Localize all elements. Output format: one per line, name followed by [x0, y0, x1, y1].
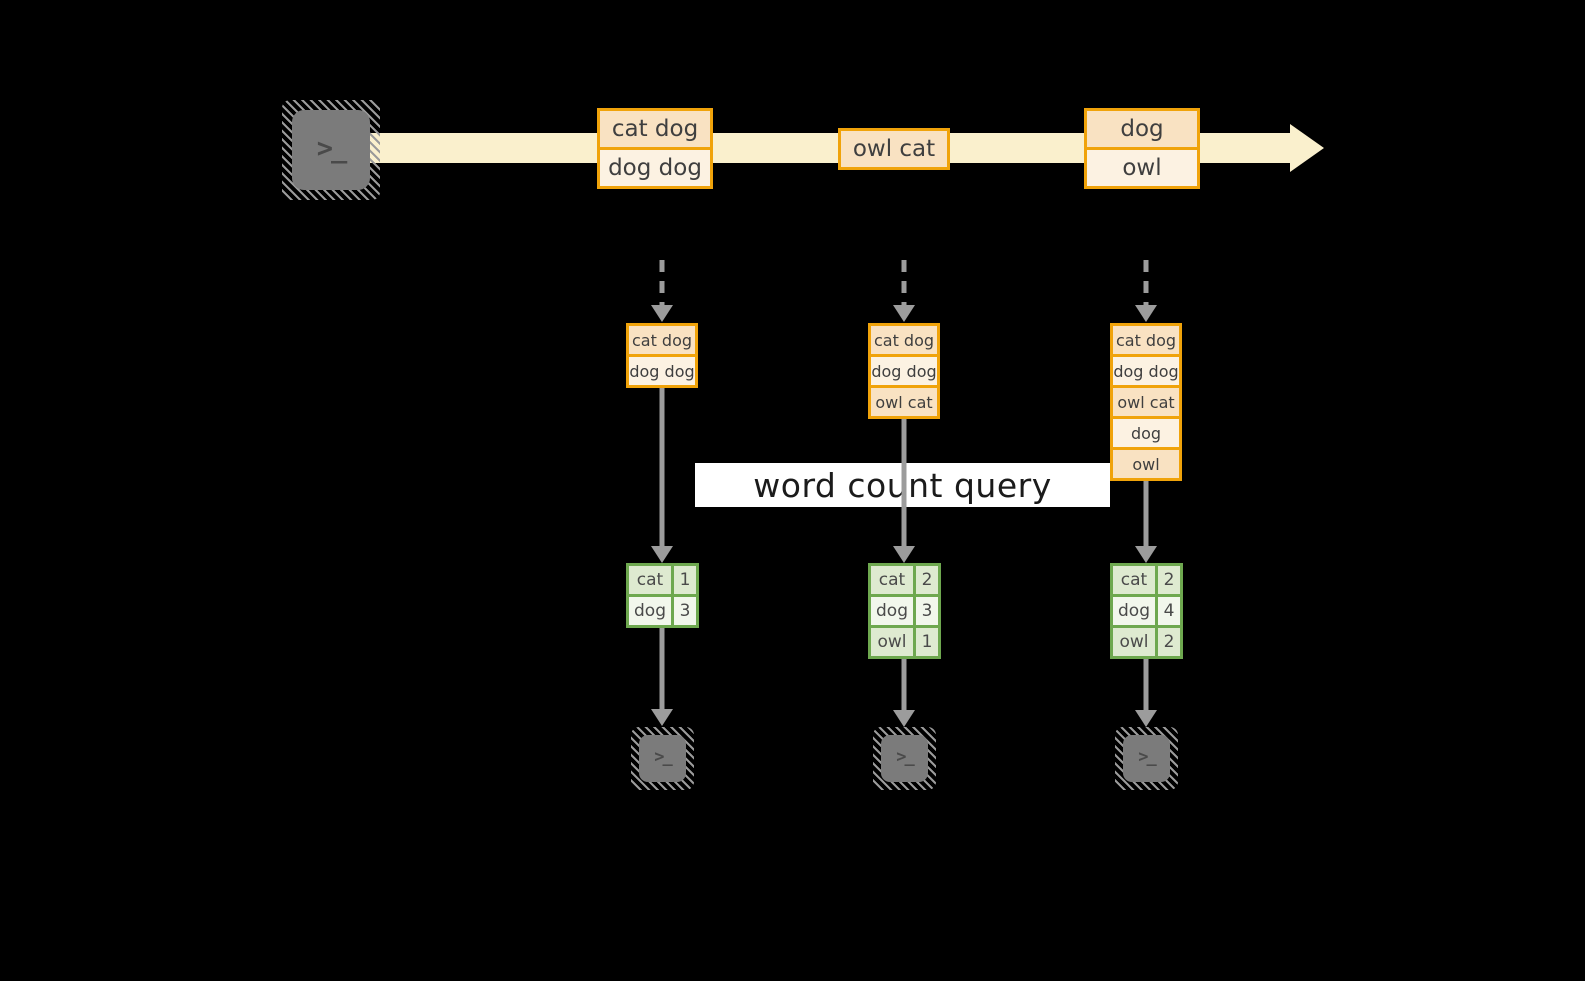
- count-row: dog 4: [1113, 594, 1180, 625]
- terminal-prompt-icon: >_: [654, 746, 673, 767]
- process-arrow-2: [882, 419, 926, 563]
- batch-line: owl: [1113, 447, 1179, 478]
- count-cell: 2: [913, 566, 938, 594]
- arrowhead-icon: [893, 546, 915, 563]
- word-count-table-3: cat 2 dog 4 owl 2: [1110, 563, 1183, 659]
- word-cell: cat: [629, 566, 671, 594]
- terminal-prompt-icon: >_: [896, 746, 915, 767]
- micro-batch-stack-1: cat dog dog dog: [626, 323, 698, 388]
- arrowhead-icon: [1135, 710, 1157, 727]
- count-cell: 3: [913, 597, 938, 625]
- count-row: cat 1: [629, 566, 696, 594]
- batch-line: owl cat: [841, 131, 947, 167]
- count-cell: 1: [671, 566, 696, 594]
- count-cell: 2: [1155, 628, 1180, 656]
- ingest-arrow-2: [882, 260, 926, 322]
- batch-line: owl: [1087, 147, 1197, 186]
- arrowhead-icon: [893, 710, 915, 727]
- batch-line: dog dog: [629, 354, 695, 385]
- word-cell: dog: [629, 597, 671, 625]
- count-row: owl 1: [871, 625, 938, 656]
- ingest-arrow-1: [640, 260, 684, 322]
- terminal-prompt-icon: >_: [316, 132, 347, 164]
- count-cell: 3: [671, 597, 696, 625]
- word-cell: owl: [1113, 628, 1155, 656]
- micro-batch-stack-2: cat dog dog dog owl cat: [868, 323, 940, 419]
- count-row: cat 2: [871, 566, 938, 594]
- word-cell: owl: [871, 628, 913, 656]
- count-cell: 1: [913, 628, 938, 656]
- batch-line: dog: [1113, 416, 1179, 447]
- sink-terminal-icon-1: >_: [631, 727, 694, 790]
- arrowhead-icon: [1135, 305, 1157, 322]
- word-count-table-1: cat 1 dog 3: [626, 563, 699, 628]
- stream-arrowhead-icon: [1290, 124, 1324, 172]
- batch-line: owl cat: [871, 385, 937, 416]
- count-cell: 2: [1155, 566, 1180, 594]
- terminal-icon: >_: [1123, 735, 1170, 782]
- output-arrow-2: [882, 659, 926, 727]
- batch-line: dog dog: [871, 354, 937, 385]
- source-terminal-icon: >_: [282, 100, 380, 200]
- word-cell: dog: [871, 597, 913, 625]
- process-arrow-3: [1124, 481, 1168, 563]
- terminal-icon: >_: [881, 735, 928, 782]
- arrowhead-icon: [651, 546, 673, 563]
- batch-line: cat dog: [871, 326, 937, 354]
- word-cell: cat: [871, 566, 913, 594]
- arrowhead-icon: [651, 305, 673, 322]
- batch-line: cat dog: [629, 326, 695, 354]
- word-count-table-2: cat 2 dog 3 owl 1: [868, 563, 941, 659]
- batch-line: cat dog: [1113, 326, 1179, 354]
- terminal-icon: >_: [292, 110, 370, 190]
- batch-line: dog dog: [1113, 354, 1179, 385]
- sink-terminal-icon-2: >_: [873, 727, 936, 790]
- terminal-prompt-icon: >_: [1138, 746, 1157, 767]
- batch-line: dog dog: [600, 147, 710, 186]
- batch-line: cat dog: [600, 111, 710, 147]
- count-row: owl 2: [1113, 625, 1180, 656]
- output-arrow-1: [640, 628, 684, 726]
- micro-batch-stack-3: cat dog dog dog owl cat dog owl: [1110, 323, 1182, 481]
- count-cell: 4: [1155, 597, 1180, 625]
- arrowhead-icon: [651, 709, 673, 726]
- stream-batch-1: cat dog dog dog: [597, 108, 713, 189]
- count-row: dog 3: [629, 594, 696, 625]
- count-row: cat 2: [1113, 566, 1180, 594]
- word-cell: cat: [1113, 566, 1155, 594]
- stream-batch-2: owl cat: [838, 128, 950, 170]
- arrowhead-icon: [893, 305, 915, 322]
- sink-terminal-icon-3: >_: [1115, 727, 1178, 790]
- output-arrow-3: [1124, 659, 1168, 727]
- arrowhead-icon: [1135, 546, 1157, 563]
- terminal-icon: >_: [639, 735, 686, 782]
- batch-line: owl cat: [1113, 385, 1179, 416]
- count-row: dog 3: [871, 594, 938, 625]
- process-arrow-1: [640, 388, 684, 563]
- word-cell: dog: [1113, 597, 1155, 625]
- stream-batch-3: dog owl: [1084, 108, 1200, 189]
- ingest-arrow-3: [1124, 260, 1168, 322]
- batch-line: dog: [1087, 111, 1197, 147]
